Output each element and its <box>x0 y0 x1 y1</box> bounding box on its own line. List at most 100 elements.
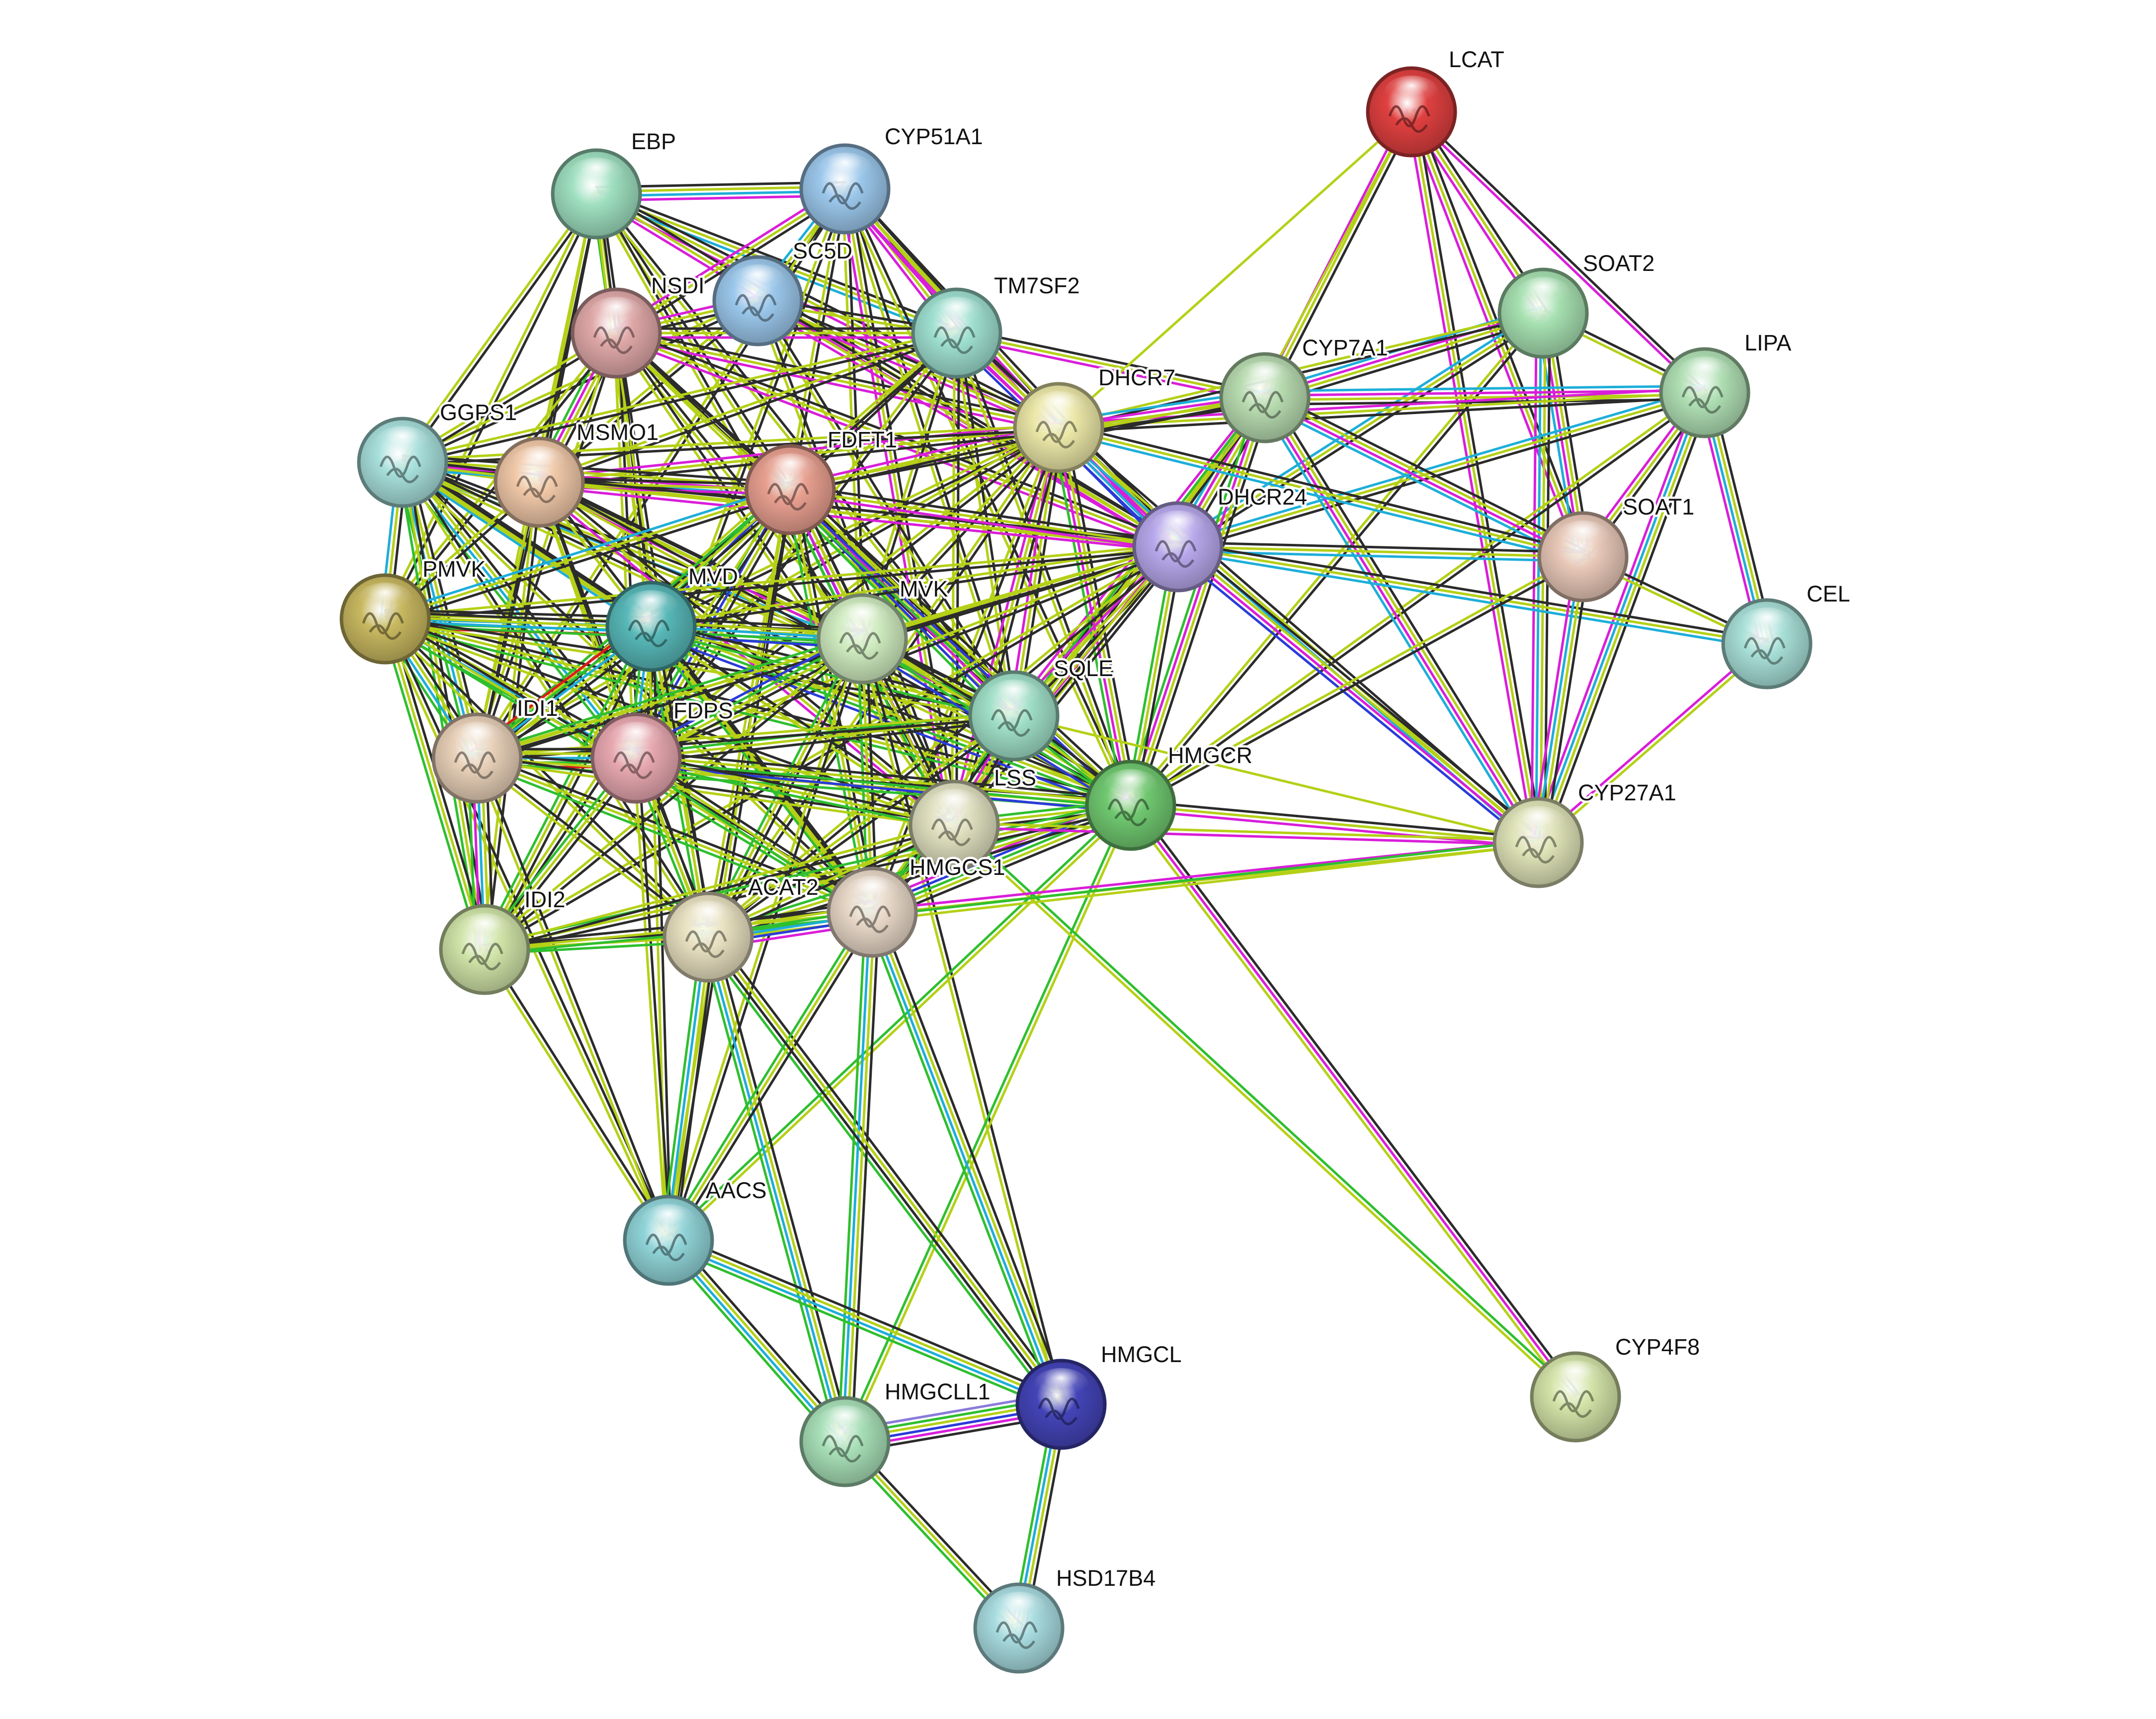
node-tm7sf2[interactable]: TM7SF2 <box>911 271 1082 379</box>
edge-channel-blue <box>634 763 1132 813</box>
node-sphere[interactable] <box>571 287 662 379</box>
node-sphere[interactable] <box>973 1582 1065 1674</box>
node-sphere[interactable] <box>817 593 908 685</box>
node-sphere[interactable] <box>1015 1359 1107 1450</box>
node-label: CYP51A1 <box>885 124 983 149</box>
node-sphere[interactable] <box>551 148 642 240</box>
node-sphere[interactable] <box>1493 797 1584 888</box>
node-sphere[interactable] <box>605 581 697 672</box>
node-sphere[interactable] <box>663 891 754 983</box>
edge-channel-cyan <box>869 912 1061 1407</box>
node-cyp27a1[interactable]: CYP27A1 <box>1493 778 1678 888</box>
edge-DHCR24-CYP27A1 <box>1172 540 1544 849</box>
edge-LCAT-LIPA <box>1409 109 1708 396</box>
edge-channel-yellowgreen <box>615 332 1060 429</box>
edge-channel-yellowgreen <box>476 637 864 760</box>
edge-channel-black <box>384 547 1179 622</box>
node-soat2[interactable]: SOAT2 <box>1497 249 1657 359</box>
node-sphere[interactable] <box>745 444 836 535</box>
edge-IDI1-AACS <box>474 756 672 1243</box>
edge-channel-black <box>956 327 1267 395</box>
node-sphere[interactable] <box>1219 352 1311 443</box>
edge-channel-yellowgreen <box>1176 545 1768 645</box>
node-sphere[interactable] <box>1659 347 1750 438</box>
node-label: SOAT1 <box>1623 494 1694 519</box>
node-sphere[interactable] <box>1085 760 1176 851</box>
node-sphere[interactable] <box>339 573 431 665</box>
node-cyp51a1[interactable]: CYP51A1 <box>799 122 985 235</box>
node-sphere[interactable] <box>1013 382 1104 473</box>
edge-channel-magenta <box>840 190 1176 551</box>
edge-channel-blue <box>1172 550 1535 849</box>
edge-LIPA-CYP27A1 <box>1530 389 1713 847</box>
node-sphere[interactable] <box>799 1396 891 1487</box>
edge-channel-yellowgreen <box>1057 391 1706 429</box>
edge-channel-black <box>708 716 1017 941</box>
node-sphere[interactable] <box>590 712 682 804</box>
node-hsd17b4[interactable]: HSD17B4 <box>973 1563 1158 1674</box>
node-sphere[interactable] <box>911 287 1002 379</box>
edge-channel-yellowgreen <box>650 625 874 914</box>
edge-channel-black <box>653 622 877 911</box>
edge-channel-black <box>863 637 1065 1405</box>
node-lcat[interactable]: LCAT <box>1366 45 1506 158</box>
edge-DHCR24-CEL <box>1176 541 1769 650</box>
edge-FDPS-AACS <box>633 757 672 1242</box>
node-lipa[interactable]: LIPA <box>1659 328 1794 438</box>
edge-channel-black <box>793 483 1137 802</box>
node-sphere[interactable] <box>494 436 585 528</box>
node-sphere[interactable] <box>431 712 523 804</box>
edge-channel-yellowgreen <box>1128 389 1705 805</box>
edge-channel-yellowgreen <box>953 822 1540 842</box>
node-label: SC5D <box>793 238 852 263</box>
node-sphere[interactable] <box>1530 1351 1621 1443</box>
node-label: FDPS <box>673 698 733 723</box>
edge-channel-yellowgreen <box>635 757 956 827</box>
node-sphere[interactable] <box>1497 267 1589 359</box>
node-sphere[interactable] <box>1721 598 1813 689</box>
node-sphere[interactable] <box>623 1195 714 1286</box>
edge-PMVK-SQLE <box>383 615 1016 719</box>
edge-channel-cyan <box>1535 555 1582 844</box>
edge-channel-black <box>636 752 957 822</box>
node-sphere[interactable] <box>799 143 891 235</box>
edge-channel-green <box>1123 394 1260 805</box>
edge-channel-black <box>789 484 1180 544</box>
edge-channel-magenta <box>755 303 1059 433</box>
edge-channel-black <box>758 295 1062 425</box>
edge-channel-cyan <box>382 484 790 616</box>
node-cel[interactable]: CEL <box>1721 579 1852 689</box>
node-label: CEL <box>1807 581 1850 606</box>
edge-channel-black <box>385 615 957 825</box>
edge-channel-green <box>705 799 1131 934</box>
edge-channel-black <box>402 454 792 485</box>
node-sphere[interactable] <box>712 255 804 346</box>
node-hmgcl[interactable]: HMGCL <box>1015 1340 1184 1450</box>
node-sphere[interactable] <box>439 904 530 995</box>
edge-channel-yellowgreen <box>383 619 1015 719</box>
node-sphere[interactable] <box>357 417 448 508</box>
node-cyp4f8[interactable]: CYP4F8 <box>1530 1332 1702 1443</box>
node-label: TM7SF2 <box>994 273 1080 298</box>
node-cyp7a1[interactable]: CYP7A1 <box>1219 333 1390 443</box>
edge-channel-black <box>650 547 1180 630</box>
edge-TM7SF2-FDPS <box>633 330 960 761</box>
edge-channel-yellowgreen <box>873 910 1065 1405</box>
edge-channel-yellowgreen <box>756 299 1060 429</box>
edge-CYP7A1-HMGCR <box>1123 394 1273 809</box>
node-sphere[interactable] <box>1366 66 1457 158</box>
edge-channel-black <box>1178 396 1708 553</box>
node-sc5d[interactable]: SC5D <box>712 236 855 346</box>
node-sphere[interactable] <box>827 866 918 958</box>
edge-channel-green <box>864 913 1056 1408</box>
edge-channel-yellowgreen <box>841 188 1130 808</box>
edge-channel-black <box>596 188 960 331</box>
edge-channel-magenta <box>1129 804 1577 1398</box>
node-sphere[interactable] <box>1537 511 1629 602</box>
edge-channel-yellowgreen <box>1176 545 1584 558</box>
edge-CYP7A1-CYP27A1 <box>1257 393 1546 848</box>
node-label: CYP27A1 <box>1578 780 1676 805</box>
node-sphere[interactable] <box>1132 501 1224 593</box>
node-sphere[interactable] <box>968 670 1060 762</box>
edge-HMGCL-ACAT2 <box>705 934 1065 1407</box>
